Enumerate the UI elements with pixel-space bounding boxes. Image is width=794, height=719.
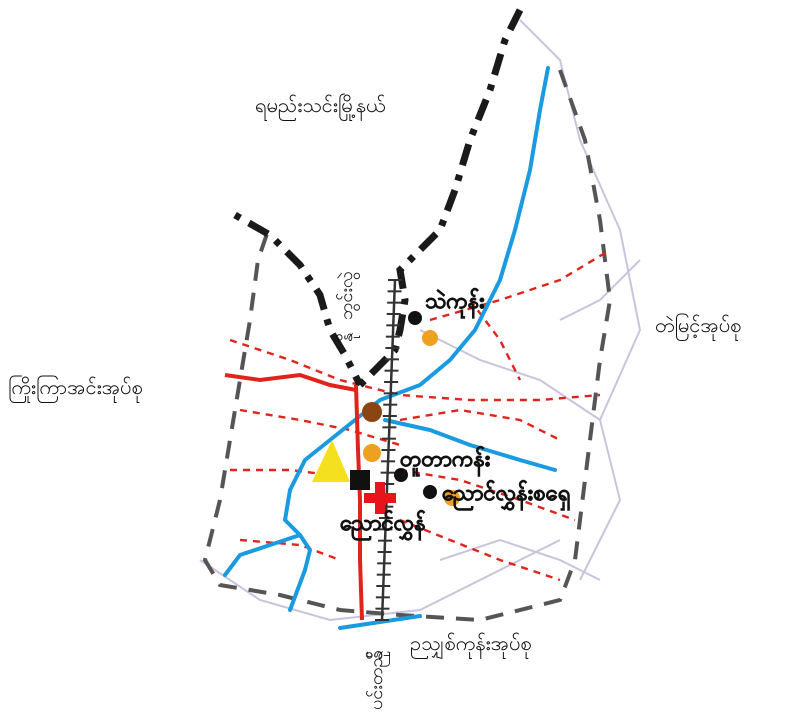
- south-region-label: ဉသျှစ်ကုန်းအုပ်စု: [410, 631, 532, 659]
- secondary-road: [399, 518, 561, 582]
- village-tuntaka-label: တူတာကန်း: [400, 445, 491, 477]
- tributary-southwest: [223, 533, 302, 577]
- west-region-label: ကြိုးကြာအင်းအုပ်စု: [8, 375, 143, 403]
- tributary-east: [383, 418, 557, 472]
- minor-road: [559, 259, 641, 321]
- secondary-road: [469, 299, 522, 381]
- township-office-square: [350, 470, 370, 490]
- railway-ties: [375, 279, 402, 621]
- secondary-roads: [229, 248, 611, 582]
- thekone-orange-dot: [422, 330, 438, 346]
- north-town-prefix-label: နို: [336, 333, 360, 342]
- east-region-label: တဲမြင့်အုပ်စု: [655, 313, 741, 341]
- secondary-road: [229, 338, 601, 402]
- thekone-village-dot: [408, 311, 422, 325]
- nyaunglwin-orange-dot: [444, 490, 460, 506]
- tributary-south: [338, 614, 422, 630]
- highway-main: [354, 384, 364, 621]
- minor-roads: [199, 19, 642, 622]
- secondary-road: [429, 248, 611, 322]
- outline-segment: [202, 69, 613, 623]
- railway: [375, 279, 402, 621]
- minor-road: [519, 19, 642, 581]
- tuntaka-orange-dot: [363, 444, 381, 462]
- boundary-north: [357, 8, 524, 388]
- hospital-cross: [364, 482, 396, 514]
- highways: [224, 372, 364, 621]
- pagoda-triangle: [312, 440, 350, 482]
- minor-road: [439, 538, 601, 581]
- tuntaka-black-dot: [394, 468, 408, 482]
- highway-west: [224, 372, 357, 392]
- north-town-label: ဘွင်းလွဲ: [336, 271, 360, 320]
- district-boundaries: [233, 8, 524, 388]
- minor-road: [199, 539, 561, 622]
- south-town-label: ပင်းတည်: [366, 650, 390, 710]
- south-town-prefix-label: နို: [366, 651, 390, 660]
- map-labels: ရမည်းသင်းမြို့နယ် တဲမြင့်အုပ်စု ကြိုးကြာ…: [8, 93, 741, 710]
- minor-road: [419, 329, 601, 421]
- secondary-road: [239, 408, 401, 447]
- township-outline: [202, 69, 613, 623]
- boundary-west: [233, 211, 364, 387]
- north-region-label: ရမည်းသင်းမြို့နယ်: [255, 93, 385, 121]
- map-markers: [312, 311, 460, 514]
- center-brown-dot: [362, 402, 382, 422]
- village-thekone-label: သဲကုန်း: [425, 287, 485, 319]
- secondary-road: [399, 468, 576, 522]
- secondary-road: [230, 468, 331, 477]
- village-nyaunglwin-label: ညောင်လွှန်: [340, 509, 426, 541]
- village-nyaunglwin-south-label: ညောင်လွှန်းစရှေ: [442, 479, 571, 511]
- nyaunglwin-black-dot: [423, 485, 437, 499]
- secondary-road: [399, 408, 561, 442]
- hospital-cross-vertical: [375, 482, 385, 514]
